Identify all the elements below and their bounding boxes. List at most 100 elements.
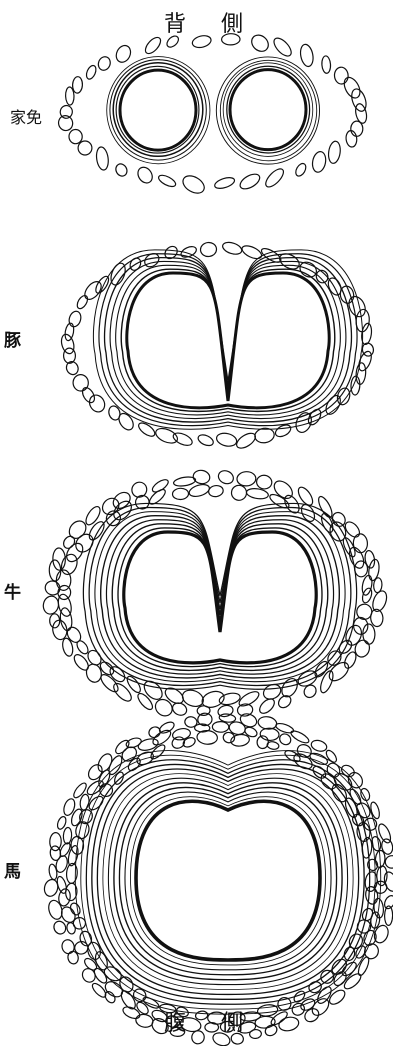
cartilage-cell [135, 165, 155, 186]
cartilage-cell [231, 484, 248, 501]
horse-lumen-wall [125, 792, 331, 970]
cartilage-cell [180, 172, 207, 196]
rabbit-cross-section [57, 32, 369, 197]
cartilage-cell [342, 971, 363, 991]
cow-cross-section [42, 468, 390, 719]
cartilage-cell [213, 176, 235, 191]
cartilage-cell [384, 855, 393, 870]
right-lumen-wall [230, 70, 306, 150]
cartilage-cell [355, 362, 366, 384]
cartilage-cell [157, 173, 177, 189]
cartilage-cell [63, 827, 72, 844]
cartilage-cell [73, 374, 89, 391]
cartilage-cell [85, 778, 106, 797]
right-lumen-wall [223, 63, 313, 157]
cartilage-cell [110, 498, 134, 523]
cartilage-cell [99, 495, 122, 518]
cartilage-cell [321, 56, 331, 74]
cartilage-cell [116, 411, 136, 433]
cartilage-cell [72, 76, 83, 93]
cartilage-cell [42, 595, 60, 616]
cow-lumen-wall [101, 516, 340, 678]
cartilage-cell [135, 691, 154, 712]
cartilage-cell [62, 797, 77, 816]
cartilage-cell [234, 430, 258, 451]
ventral-side-label: 腹 側 [0, 1005, 393, 1037]
horse-lumen-wall [119, 787, 336, 974]
cartilage-cell [216, 468, 235, 486]
cartilage-cell [238, 711, 258, 729]
cartilage-cell [346, 770, 366, 791]
cartilage-cell [72, 781, 89, 800]
cartilage-cell [83, 504, 103, 527]
cartilage-cell [87, 794, 106, 812]
cartilage-cell [318, 669, 335, 694]
cartilage-cell [52, 919, 68, 936]
cartilage-cell [150, 477, 170, 494]
cartilage-cell [200, 242, 218, 258]
cartilage-cell [263, 166, 286, 190]
cartilage-cell [85, 64, 98, 80]
cartilage-cell [172, 488, 189, 500]
horse-lumen-wall [86, 760, 369, 1004]
cartilage-cell [143, 35, 164, 56]
cartilage-cell [49, 832, 61, 850]
cartilage-cell [125, 674, 143, 694]
cartilage-cell [80, 386, 97, 405]
cartilage-cell [65, 625, 84, 645]
cartilage-cell [87, 392, 108, 414]
cartilage-cell [67, 310, 82, 328]
left-lumen-wall [120, 70, 196, 150]
cow-lumen-wall [124, 532, 316, 663]
left-lumen-wall [110, 60, 206, 160]
left-lumen-wall [116, 66, 199, 153]
cartilage-cell [380, 838, 393, 855]
cartilage-cell [349, 87, 369, 113]
cartilage-cell [325, 761, 342, 779]
cartilage-cell [86, 519, 106, 542]
cartilage-cell [93, 274, 111, 295]
cartilage-cell [351, 121, 363, 136]
cartilage-cell [96, 55, 112, 72]
cartilage-cell [114, 43, 134, 65]
cartilage-cell [311, 150, 328, 173]
cartilage-cell [237, 471, 257, 486]
horse-cross-section [43, 711, 393, 1046]
cartilage-cell [327, 141, 341, 165]
cartilage-cell [188, 482, 211, 498]
cartilage-cell [369, 801, 381, 819]
cartilage-cell [72, 531, 96, 556]
horse-lumen-wall [92, 764, 364, 999]
cartilage-cell [299, 43, 315, 67]
cartilage-cell [248, 32, 271, 55]
cartilage-cell [306, 407, 323, 427]
cartilage-cell [208, 485, 224, 498]
cartilage-cell [332, 969, 349, 987]
cartilage-cell [299, 502, 317, 523]
cartilage-cell [78, 141, 92, 155]
cow-lumen-wall [118, 528, 322, 667]
cartilage-cell [75, 294, 89, 311]
cartilage-cell [179, 244, 197, 259]
cartilage-cell [131, 987, 148, 1005]
cartilage-cell [110, 489, 133, 512]
cartilage-cell [257, 696, 277, 716]
cartilage-cell [69, 808, 84, 827]
cartilage-cell [197, 433, 215, 448]
cartilage-cell [61, 637, 74, 657]
cartilage-cell [64, 323, 75, 342]
cartilage-cell [267, 741, 280, 750]
cartilage-cell [238, 171, 262, 192]
cartilage-cell [324, 749, 338, 764]
pig-lumen-wall [93, 250, 362, 429]
cartilage-cell [111, 681, 134, 704]
cartilage-cell [69, 129, 83, 144]
cartilage-cell [310, 739, 328, 753]
cartilage-cell [364, 871, 378, 892]
cartilage-cell [256, 474, 273, 490]
cartilage-cell [371, 836, 382, 852]
cartilage-cell [302, 683, 319, 700]
cartilage-cell [184, 716, 197, 728]
cartilage-cell [95, 146, 110, 171]
cartilage-cell [60, 938, 75, 955]
